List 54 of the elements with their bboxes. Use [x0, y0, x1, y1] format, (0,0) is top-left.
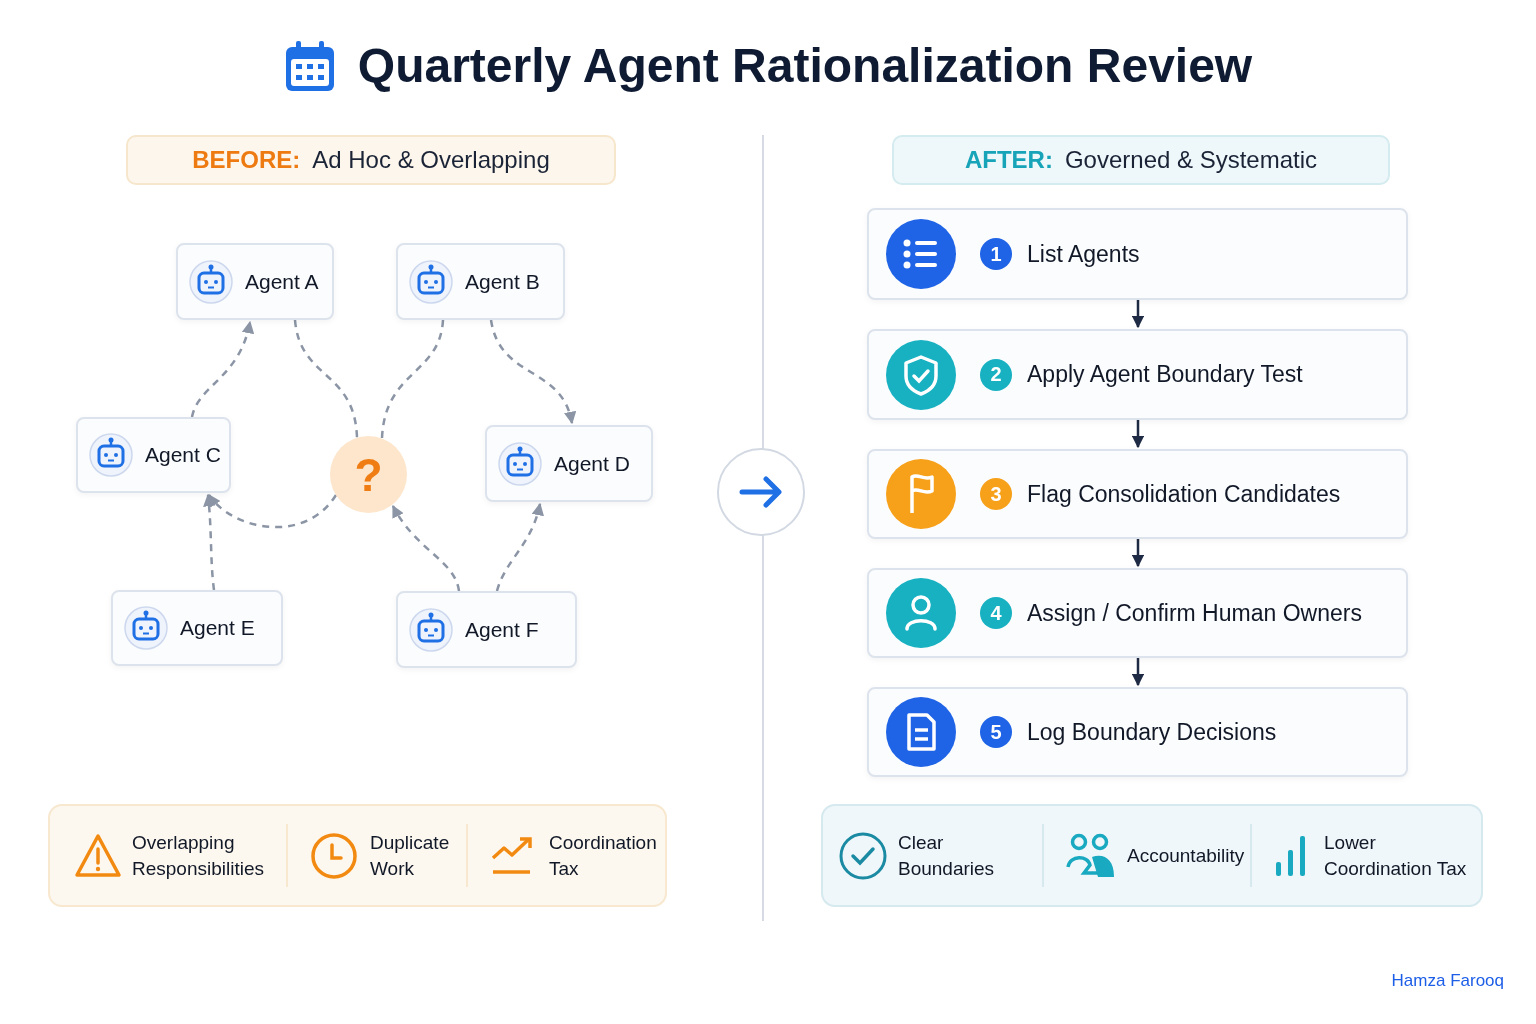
step-number: 3 [980, 478, 1012, 510]
agent-name: Agent C [145, 443, 221, 467]
step-card [867, 329, 1408, 420]
step-title: Flag Consolidation Candidates [1027, 480, 1341, 508]
agent-name: Agent D [554, 451, 630, 476]
dashed-arrow [495, 502, 544, 592]
step-card [867, 449, 1408, 539]
dashed-arrow [202, 493, 216, 591]
agent-card [396, 243, 565, 320]
step-number: 2 [980, 358, 1012, 391]
step-number: 1 [980, 238, 1012, 270]
arrow [1131, 420, 1145, 449]
step-title: Assign / Confirm Human Owners [1027, 599, 1362, 627]
benefit-text: Clear Boundaries [898, 830, 996, 881]
header-band [892, 135, 1390, 185]
benefit-text: Lower Coordination Tax [1324, 830, 1468, 881]
dashed-line [380, 319, 445, 439]
step-title: List Agents [1027, 240, 1140, 268]
section-title: Governed & Systematic [1064, 146, 1318, 174]
step-card [867, 687, 1408, 777]
title: Quarterly Agent Rationalization Review [357, 38, 1253, 93]
agent-name: Agent F [465, 617, 539, 642]
benefit-text: Accountability [1127, 843, 1244, 868]
header-band [126, 135, 616, 185]
section-label: AFTER: [964, 146, 1053, 174]
arrow [1131, 539, 1145, 568]
agent-name: Agent B [465, 269, 540, 294]
agent-card [396, 591, 577, 668]
benefit-text: Coordination Tax [549, 830, 658, 881]
section-label: BEFORE: [192, 146, 301, 174]
benefit-text: Overlapping Responsibilities [132, 830, 265, 881]
arrow [1131, 658, 1145, 687]
section-title: Ad Hoc & Overlapping [312, 146, 550, 174]
question-mark: ? [354, 447, 383, 502]
step-title: Apply Agent Boundary Test [1027, 361, 1303, 388]
agent-name: Agent A [245, 269, 319, 294]
benefit-text: Duplicate Work [370, 830, 451, 881]
agent-card [176, 243, 334, 320]
step-card [867, 568, 1408, 658]
agent-card [485, 425, 653, 502]
agent-card [111, 590, 283, 666]
step-number: 4 [980, 597, 1012, 629]
step-card [867, 208, 1408, 300]
dashed-arrow [208, 494, 337, 529]
arrow [1131, 300, 1145, 329]
credit-text: Hamza Farooq [1391, 971, 1504, 991]
dashed-arrow [190, 320, 254, 418]
dashed-arrow [391, 504, 461, 592]
dashed-line [293, 319, 359, 439]
agent-name: Agent E [180, 616, 255, 640]
step-title: Log Boundary Decisions [1027, 718, 1277, 746]
agent-card [76, 417, 231, 493]
step-number: 5 [980, 716, 1012, 748]
dashed-arrow [489, 319, 576, 425]
